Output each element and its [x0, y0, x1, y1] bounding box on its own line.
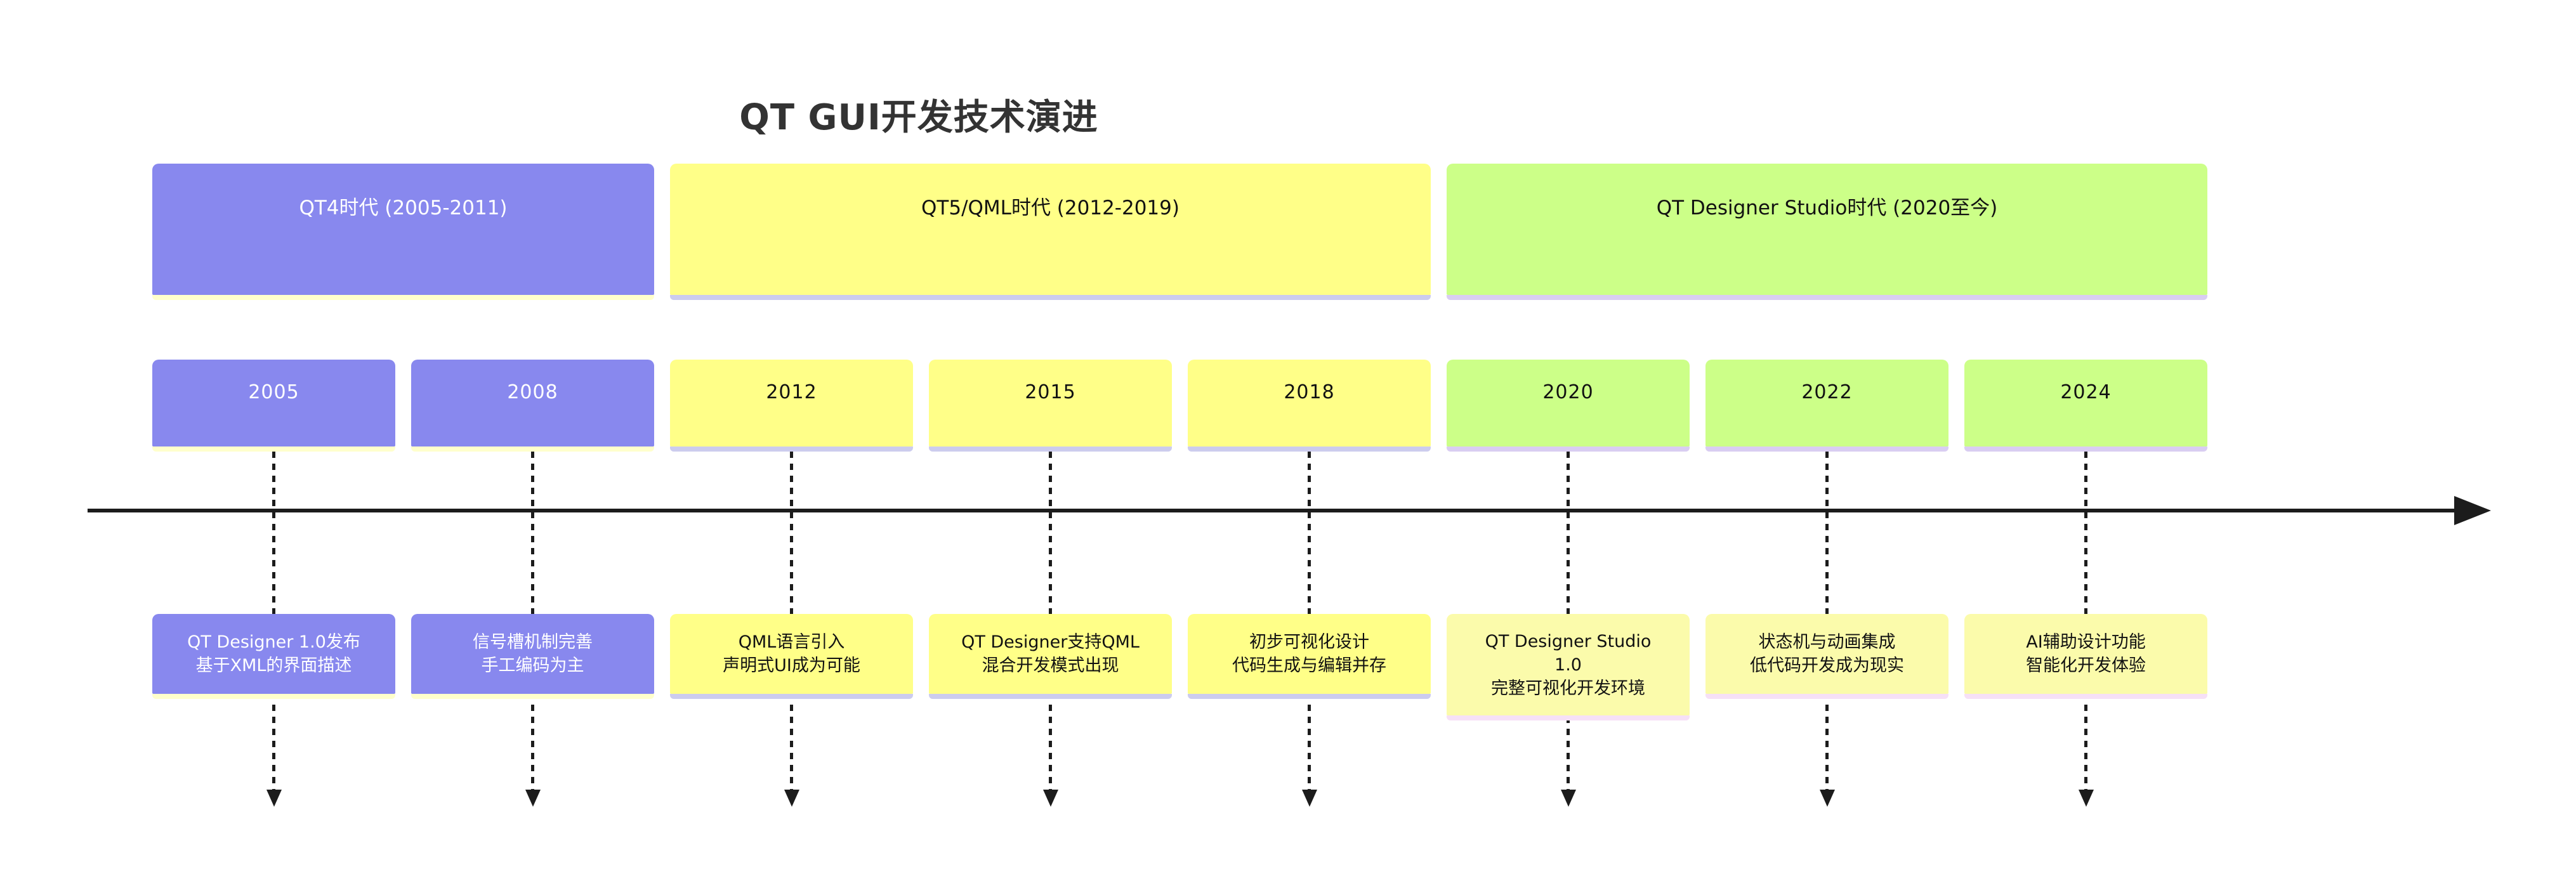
event-box-2018-line1: 初步可视化设计 — [1249, 632, 1369, 652]
year-box-2015: 2015 — [929, 360, 1172, 452]
down-arrow-icon-2022 — [1820, 790, 1835, 807]
era-bar-designer-studio-shadow — [1447, 295, 2207, 300]
event-box-2020-shadow — [1447, 715, 1690, 720]
year-label-2022: 2022 — [1801, 381, 1853, 403]
year-box-2018: 2018 — [1188, 360, 1431, 452]
year-box-2018-shadow — [1188, 446, 1431, 452]
down-arrow-icon-2008 — [525, 790, 541, 807]
event-box-2005-fill: QT Designer 1.0发布 基于XML的界面描述 — [152, 614, 395, 694]
event-box-2005-line1: QT Designer 1.0发布 — [187, 632, 360, 652]
event-box-2015-line2: 混合开发模式出现 — [982, 656, 1119, 675]
year-label-2024: 2024 — [2060, 381, 2112, 403]
down-arrow-icon-2018 — [1302, 790, 1317, 807]
year-box-2008-shadow — [411, 446, 654, 452]
year-label-2020: 2020 — [1542, 381, 1594, 403]
down-arrow-icon-2020 — [1561, 790, 1576, 807]
event-box-2012-shadow — [670, 694, 913, 699]
era-bar-qt4-fill: QT4时代 (2005-2011) — [152, 164, 654, 295]
year-box-2022-shadow — [1705, 446, 1948, 452]
event-box-2005-line2: 基于XML的界面描述 — [195, 656, 352, 675]
event-box-2005-shadow — [152, 694, 395, 699]
era-bar-qt5-qml-fill: QT5/QML时代 (2012-2019) — [670, 164, 1431, 295]
year-box-2008-fill: 2008 — [411, 360, 654, 446]
event-box-2020-fill: QT Designer Studio 1.0 完整可视化开发环境 — [1447, 614, 1690, 715]
era-bar-qt4: QT4时代 (2005-2011) — [152, 164, 654, 300]
year-box-2012-fill: 2012 — [670, 360, 913, 446]
event-box-2022-fill: 状态机与动画集成 低代码开发成为现实 — [1705, 614, 1948, 694]
era-bar-qt4-label: QT4时代 (2005-2011) — [299, 197, 508, 219]
event-box-2018-fill: 初步可视化设计 代码生成与编辑并存 — [1188, 614, 1431, 694]
year-box-2012-shadow — [670, 446, 913, 452]
year-box-2020: 2020 — [1447, 360, 1690, 452]
event-box-2024-line2: 智能化开发体验 — [2026, 656, 2146, 675]
timeline-axis — [88, 509, 2455, 512]
year-box-2022-fill: 2022 — [1705, 360, 1948, 446]
event-box-2015-line1: QT Designer支持QML — [961, 632, 1140, 652]
year-label-2005: 2005 — [248, 381, 299, 403]
year-box-2015-fill: 2015 — [929, 360, 1172, 446]
year-box-2024: 2024 — [1964, 360, 2207, 452]
event-box-2020-line1: QT Designer Studio — [1485, 631, 1652, 651]
year-label-2015: 2015 — [1025, 381, 1076, 403]
era-bar-qt5-qml-label: QT5/QML时代 (2012-2019) — [921, 197, 1180, 219]
year-box-2020-fill: 2020 — [1447, 360, 1690, 446]
event-box-2020-line3: 完整可视化开发环境 — [1491, 678, 1645, 698]
event-box-2022-shadow — [1705, 694, 1948, 699]
year-label-2012: 2012 — [766, 381, 817, 403]
era-bar-designer-studio-label: QT Designer Studio时代 (2020至今) — [1656, 197, 1998, 219]
year-box-2020-shadow — [1447, 446, 1690, 452]
down-arrow-icon-2005 — [266, 790, 282, 807]
era-bar-qt4-shadow — [152, 295, 654, 300]
event-box-2015-shadow — [929, 694, 1172, 699]
year-box-2008: 2008 — [411, 360, 654, 452]
event-box-2020-line2: 1.0 — [1554, 655, 1582, 675]
year-label-2008: 2008 — [507, 381, 558, 403]
year-box-2012: 2012 — [670, 360, 913, 452]
event-box-2008-line2: 手工编码为主 — [481, 656, 584, 675]
event-box-2012-line1: QML语言引入 — [738, 632, 845, 652]
event-box-2022-line1: 状态机与动画集成 — [1758, 632, 1896, 652]
down-arrow-icon-2012 — [784, 790, 799, 807]
event-box-2008-fill: 信号槽机制完善 手工编码为主 — [411, 614, 654, 694]
era-bar-designer-studio-fill: QT Designer Studio时代 (2020至今) — [1447, 164, 2207, 295]
event-box-2015-fill: QT Designer支持QML 混合开发模式出现 — [929, 614, 1172, 694]
timeline-axis-arrow-icon — [2454, 496, 2491, 525]
event-box-2008-shadow — [411, 694, 654, 699]
down-arrow-icon-2024 — [2079, 790, 2094, 807]
year-box-2024-fill: 2024 — [1964, 360, 2207, 446]
diagram-title: QT GUI开发技术演进 — [739, 97, 1098, 138]
era-bar-qt5-qml-shadow — [670, 295, 1431, 300]
event-box-2012-line2: 声明式UI成为可能 — [723, 656, 860, 675]
year-box-2005-shadow — [152, 446, 395, 452]
year-box-2024-shadow — [1964, 446, 2207, 452]
event-box-2018-line2: 代码生成与编辑并存 — [1232, 656, 1386, 675]
year-box-2005: 2005 — [152, 360, 395, 452]
year-box-2022: 2022 — [1705, 360, 1948, 452]
event-box-2024-line1: AI辅助设计功能 — [2026, 632, 2146, 652]
year-box-2015-shadow — [929, 446, 1172, 452]
event-box-2012-fill: QML语言引入 声明式UI成为可能 — [670, 614, 913, 694]
event-box-2018-shadow — [1188, 694, 1431, 699]
year-label-2018: 2018 — [1284, 381, 1335, 403]
event-box-2024-fill: AI辅助设计功能 智能化开发体验 — [1964, 614, 2207, 694]
event-box-2008-line1: 信号槽机制完善 — [473, 632, 593, 652]
year-box-2005-fill: 2005 — [152, 360, 395, 446]
era-bar-designer-studio: QT Designer Studio时代 (2020至今) — [1447, 164, 2207, 300]
down-arrow-icon-2015 — [1043, 790, 1058, 807]
era-bar-qt5-qml: QT5/QML时代 (2012-2019) — [670, 164, 1431, 300]
year-box-2018-fill: 2018 — [1188, 360, 1431, 446]
event-box-2024-shadow — [1964, 694, 2207, 699]
event-box-2022-line2: 低代码开发成为现实 — [1750, 656, 1904, 675]
